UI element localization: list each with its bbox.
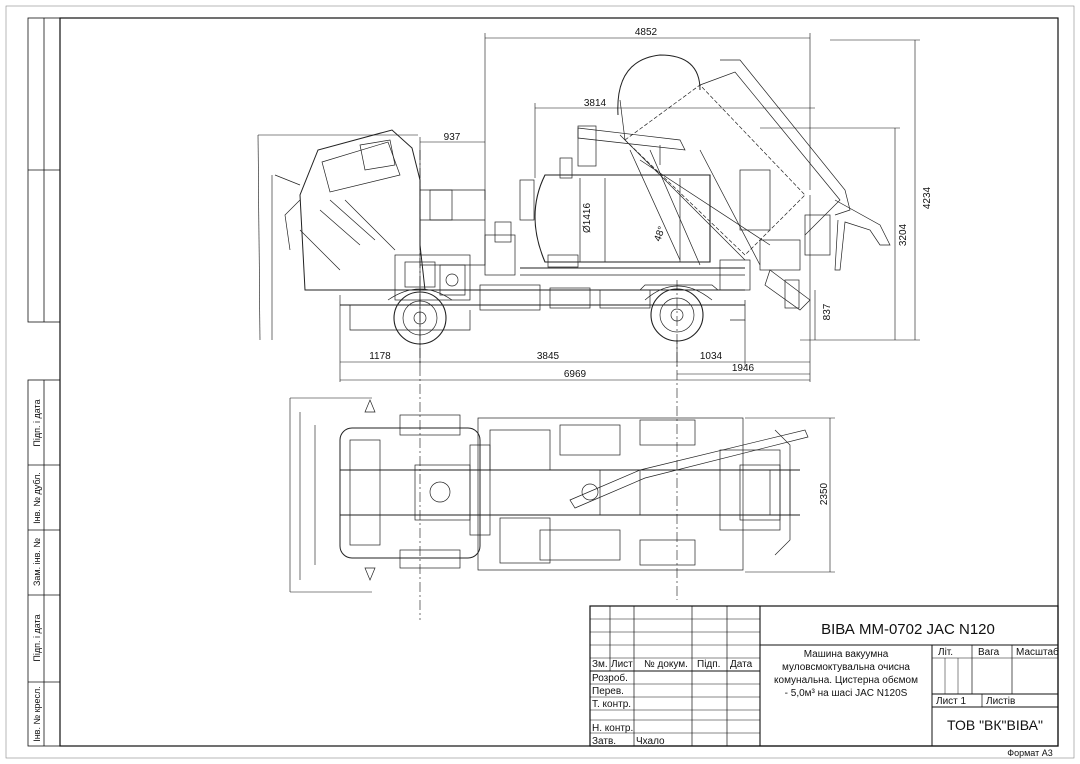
title-block [589, 605, 1059, 747]
row-label-approved: Затв. [592, 736, 616, 747]
row-label-tech-control: Т. контр. [592, 699, 631, 710]
header-col-signature: Підп. [697, 659, 720, 670]
description-line-4: - 5,0м³ на шасі JAC N120S [785, 688, 908, 699]
dim-wheelbase: 3845 [537, 351, 560, 362]
left-strip-label-1: Підп. і дата [32, 399, 42, 446]
description-line-3: комунальна. Цистерна обємом [774, 674, 918, 686]
side-view-dimension-lines [257, 33, 920, 620]
left-strip-label-5: Інв. № кресл. [32, 686, 42, 742]
outer-border [5, 5, 1075, 759]
dim-rear-overhang: 1946 [732, 363, 755, 374]
approved-name: Чхало [636, 736, 665, 747]
side-view-drawing [274, 54, 891, 345]
header-col-change: Зм. [592, 659, 608, 670]
format-label: Формат А3 [1007, 748, 1052, 758]
left-strip-label-3: Зам. інв. № [32, 538, 42, 586]
lit-label: Літ. [938, 647, 953, 658]
sheet-label: Лист 1 [936, 696, 967, 707]
company-name: ТОВ "ВК"ВІВА" [947, 717, 1043, 733]
row-label-norm-control: Н. контр. [592, 723, 633, 734]
row-label-checked: Перев. [592, 686, 624, 697]
dim-overall-length: 6969 [564, 369, 587, 380]
header-col-doc-number: № докум. [644, 659, 688, 670]
dim-front-overhang: 1178 [369, 351, 391, 362]
dim-frame-height: 837 [822, 303, 833, 320]
description-line-2: муловсмоктувальна очисна [782, 662, 910, 673]
left-strip [27, 17, 61, 747]
weight-label: Вага [978, 647, 1000, 658]
left-strip-label-2: Інв. № дубл. [32, 472, 42, 524]
dim-tank-diameter: Ø1416 [582, 203, 593, 233]
scale-label: Масштаб [1016, 646, 1059, 658]
left-strip-label-4: Підп. і дата [32, 614, 42, 661]
sheets-label: Листів [986, 696, 1015, 707]
dim-height-tilted: 4234 [922, 186, 933, 209]
header-col-date: Дата [730, 659, 753, 670]
top-view-dimension-lines [289, 397, 835, 593]
header-col-sheet: Лист [611, 659, 633, 670]
dim-tank-length: 3814 [584, 98, 607, 109]
dim-width: 2350 [819, 482, 830, 505]
dim-overall-length-top: 4852 [635, 27, 658, 38]
dim-cab-offset: 937 [444, 132, 461, 143]
drawing-title: ВІВА ММ-0702 JAC N120 [821, 621, 995, 638]
dim-tilt-angle: 48° [652, 225, 668, 243]
dim-height: 3204 [898, 223, 909, 246]
description-line-1: Машина вакуумна [804, 649, 889, 660]
row-label-developed: Розроб. [592, 672, 628, 684]
top-view-drawing [339, 399, 809, 581]
dim-rear-axle-offset: 1034 [700, 351, 723, 362]
